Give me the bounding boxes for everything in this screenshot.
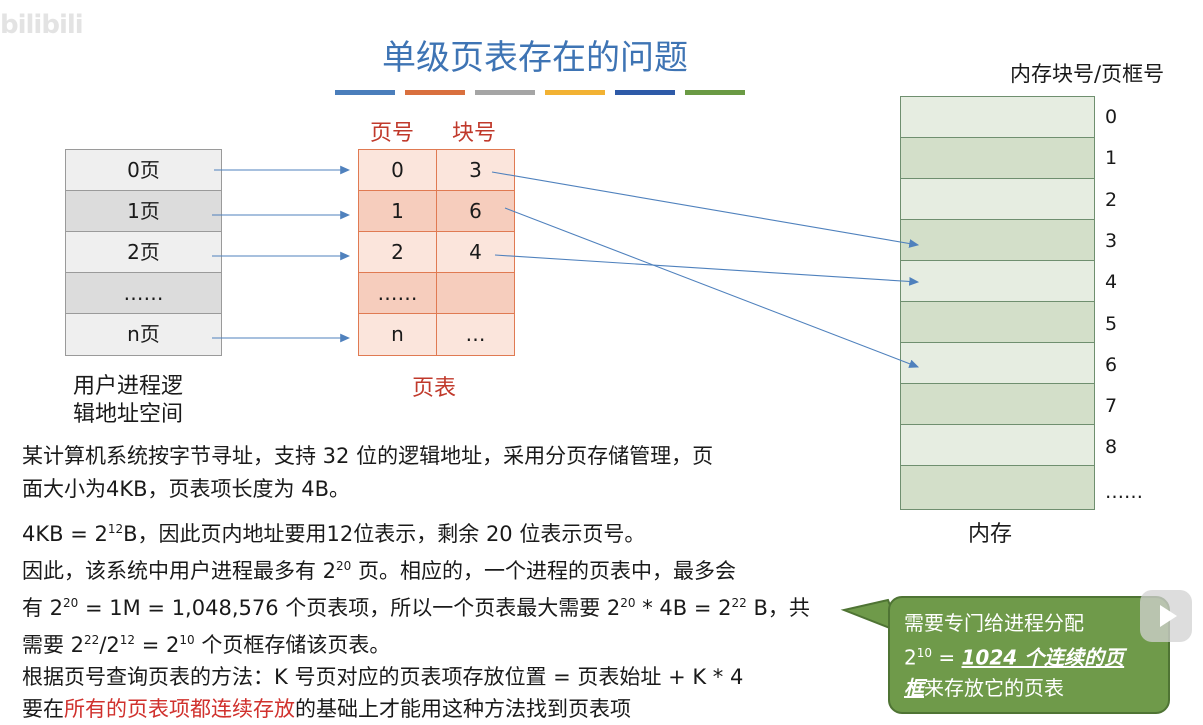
- memory-block-number: 3: [1105, 230, 1118, 252]
- pt-block-n: …: [436, 313, 515, 356]
- text-seg: 个页框存储该页表。: [194, 633, 391, 657]
- problem-statement: 某计算机系统按字节寻址，支持 32 位的逻辑地址，采用分页存储管理，页 面大小为…: [22, 440, 882, 506]
- pt-page-n: n: [358, 313, 437, 356]
- text-sup: 20: [63, 596, 79, 610]
- text-seg: B，因此页内地址要用12位表示，剩余 20 位表示页号。: [123, 522, 646, 546]
- text-seg: B，共: [746, 596, 810, 620]
- memory-block-number: 8: [1105, 436, 1118, 458]
- accent-bar: [335, 90, 395, 95]
- highlight-text: 所有的页表项都连续存放: [64, 697, 295, 721]
- memory-header: 内存块号/页框号: [1010, 62, 1165, 86]
- callout-emphasis: 框: [904, 675, 924, 700]
- logical-page-n: n页: [65, 313, 222, 356]
- text-sup: 10: [916, 646, 933, 660]
- analysis-line-5: 根据页号查询页表的方法：K 号页对应的页表项存放位置 = 页表始址 + K * …: [22, 665, 744, 689]
- slide-title: 单级页表存在的问题: [382, 38, 688, 78]
- pt-page-ellipsis: ……: [358, 272, 437, 314]
- accent-bar: [475, 90, 535, 95]
- memory-block: [900, 137, 1095, 180]
- text-seg: 要在: [22, 697, 64, 721]
- text-seg: 因此，该系统中用户进程最多有 2: [22, 559, 337, 583]
- arrow-pte1-to-frame6: [504, 207, 920, 368]
- text-seg: /2: [99, 633, 120, 657]
- memory-block: [900, 342, 1095, 385]
- text-seg: 4KB = 2: [22, 522, 108, 546]
- analysis-text: 4KB = 212B，因此页内地址要用12位表示，剩余 20 位表示页号。 因此…: [22, 513, 902, 725]
- problem-line-1: 某计算机系统按字节寻址，支持 32 位的逻辑地址，采用分页存储管理，页: [22, 444, 714, 468]
- callout-line-2: 210 = 1024 个连续的页: [904, 638, 1156, 673]
- pt-block-empty: [436, 272, 515, 314]
- memory-block-number: 5: [1105, 313, 1118, 335]
- text-sup: 12: [119, 633, 136, 647]
- watermark: bilibili: [0, 10, 84, 40]
- text-seg: 来存放它的页表: [924, 675, 1064, 700]
- analysis-line-1: 4KB = 212B，因此页内地址要用12位表示，剩余 20 位表示页号。: [22, 513, 902, 550]
- accent-bar: [615, 90, 675, 95]
- memory-block-number: 4: [1105, 271, 1118, 293]
- text-sup: 22: [84, 633, 100, 647]
- block-number-header: 块号: [452, 121, 497, 146]
- text-seg: 有 2: [22, 596, 64, 620]
- logical-page-2: 2页: [65, 231, 222, 273]
- page-number-header: 页号: [370, 121, 415, 146]
- accent-bar: [545, 90, 605, 95]
- text-seg: 需要 2: [22, 633, 85, 657]
- accent-bar: [405, 90, 465, 95]
- text-seg: = 1M = 1,048,576 个页表项，所以一个页表最大需要 2: [78, 596, 621, 620]
- text-seg: 的基础上才能用这种方法找到页表项: [295, 697, 631, 721]
- play-button[interactable]: [1140, 590, 1192, 642]
- text-seg: 页。相应的，一个进程的页表中，最多会: [351, 559, 737, 583]
- text-seg: = 2: [135, 633, 180, 657]
- logical-page-0: 0页: [65, 149, 222, 191]
- analysis-line-3: 有 220 = 1M = 1,048,576 个页表项，所以一个页表最大需要 2…: [22, 587, 902, 624]
- memory-block-number: 6: [1105, 354, 1118, 376]
- arrow-pte0-to-frame3: [491, 171, 920, 248]
- text-sup: 12: [107, 522, 124, 536]
- text-sup: 22: [731, 596, 747, 610]
- pt-block-1: 6: [436, 190, 515, 232]
- text-seg: * 4B = 2: [635, 596, 732, 620]
- memory-block-number: 2: [1105, 189, 1118, 211]
- memory-block-number: 7: [1105, 395, 1118, 417]
- analysis-line-4: 需要 222/212 = 210 个页框存储该页表。: [22, 624, 902, 661]
- title-accent-bars: [335, 90, 745, 95]
- text-sup: 20: [336, 559, 352, 573]
- text-seg: 2: [904, 645, 917, 670]
- memory-block: [900, 96, 1095, 139]
- logical-space-caption-line2: 辑地址空间: [73, 402, 184, 427]
- memory-block: [900, 465, 1095, 510]
- logical-page-ellipsis: ……: [65, 272, 222, 314]
- callout-line-1: 需要专门给进程分配: [904, 611, 1084, 635]
- arrow-pte2-to-frame4: [494, 254, 920, 286]
- pt-block-0: 3: [436, 149, 515, 191]
- callout-bubble: 需要专门给进程分配 210 = 1024 个连续的页 框来存放它的页表: [888, 596, 1170, 714]
- analysis-line-2: 因此，该系统中用户进程最多有 220 页。相应的，一个进程的页表中，最多会: [22, 550, 902, 587]
- logical-space-caption-line1: 用户进程逻: [73, 374, 184, 399]
- callout-line-3: 框来存放它的页表: [904, 673, 1156, 703]
- memory-block-number: 0: [1105, 106, 1118, 128]
- text-sup: 10: [179, 633, 195, 647]
- text-sup: 20: [620, 596, 636, 610]
- page-table-caption: 页表: [412, 376, 457, 401]
- accent-bar: [685, 90, 745, 95]
- analysis-line-6: 要在所有的页表项都连续存放的基础上才能用这种方法找到页表项: [22, 693, 902, 725]
- text-seg: =: [932, 645, 962, 670]
- play-icon: [1160, 605, 1177, 627]
- callout-emphasis: 1024 个连续的页: [961, 645, 1125, 670]
- logical-page-1: 1页: [65, 190, 222, 232]
- memory-block-number: ……: [1105, 481, 1143, 503]
- memory-block-number: 1: [1105, 147, 1118, 169]
- memory-caption: 内存: [968, 522, 1013, 547]
- problem-line-2: 面大小为4KB，页表项长度为 4B。: [22, 477, 350, 501]
